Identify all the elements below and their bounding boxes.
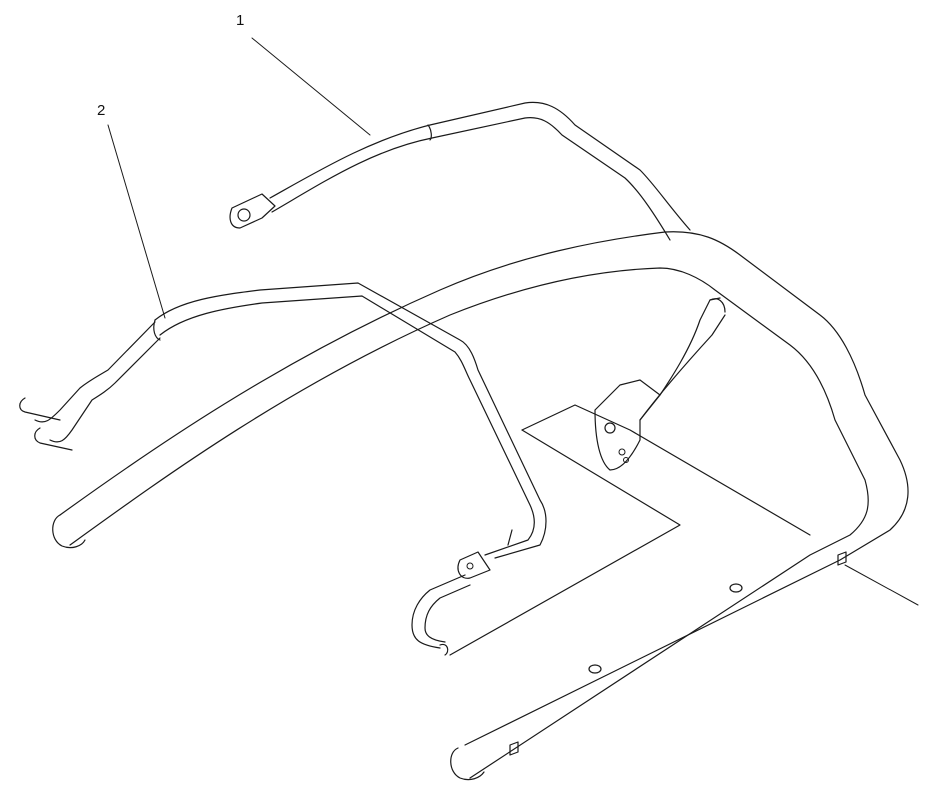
leader-line-2 [107,124,166,319]
callout-2: 2 [97,102,106,119]
bracket [594,297,726,471]
leader-line-1 [251,37,371,136]
part-2-tube [19,282,547,656]
part-1-tube [229,101,691,241]
lug-1 [229,193,276,229]
callout-1: 1 [236,12,245,29]
frame-tube [52,231,909,781]
plate [449,404,919,656]
